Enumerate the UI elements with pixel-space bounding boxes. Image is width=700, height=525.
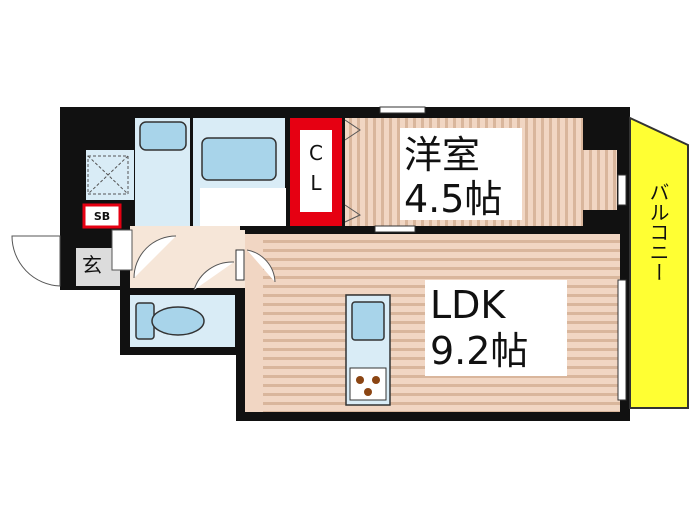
window-ldk-right [617,279,627,401]
entrance-step [111,229,133,271]
ldk-door-swing [246,249,276,283]
washbasin [139,121,187,151]
hallway-upper [130,226,240,234]
ldk-name: LDK [430,283,506,327]
western-room-name: 洋室 [404,133,480,177]
shoe-box: SB [82,203,122,229]
balcony [629,116,689,409]
window-western-top [379,106,426,114]
window-western-right [617,174,627,206]
western-room-floor-ext [583,150,617,210]
balcony-label: バルコニー [646,182,670,282]
burner-icon [356,376,364,384]
window-ldk-left [235,249,245,281]
shoe-box-label: SB [94,210,110,223]
toilet-bowl [151,306,205,336]
entrance-label: 玄 [82,253,102,277]
closet-label-c: C [309,141,323,165]
washing-machine-pan [87,155,129,195]
burner-icon [372,376,380,384]
window-ldk-top [374,225,416,233]
burner-icon [364,388,372,396]
ldk-floor-left [245,234,263,412]
closet-label-l: L [310,171,322,195]
western-room-size: 4.5帖 [404,177,502,221]
closet-inner [300,130,332,212]
ldk-size: 9.2帖 [430,329,528,373]
toilet-door-swing [193,261,235,291]
entrance-door-swing [11,235,61,287]
western-room-door [344,119,361,141]
western-room-door [344,204,362,223]
kitchen-sink [351,301,385,341]
hallway-door-swing [133,235,177,279]
bathtub [201,137,277,181]
